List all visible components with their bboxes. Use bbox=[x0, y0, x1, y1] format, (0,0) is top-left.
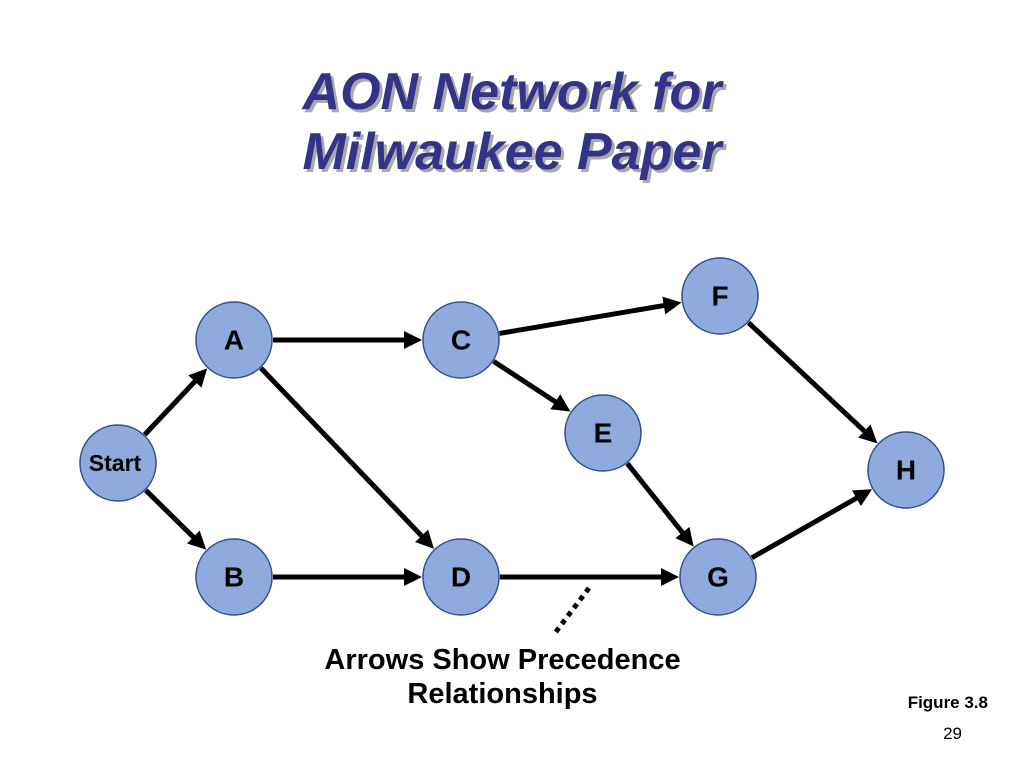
arrows-caption: Arrows Show Precedence Relationships bbox=[250, 643, 755, 711]
node-circle-c bbox=[422, 301, 500, 379]
node-circle-g bbox=[679, 538, 757, 616]
figure-label: Figure 3.8 bbox=[907, 693, 988, 712]
node-label-start: Start bbox=[89, 450, 142, 476]
caption-line-1: Arrows Show Precedence bbox=[324, 644, 681, 676]
arrowhead-c-to-e bbox=[550, 394, 571, 412]
arrow-start-to-a bbox=[142, 375, 201, 437]
callout-layer bbox=[553, 586, 591, 635]
node-circle-start bbox=[79, 424, 157, 502]
node-label-f: F bbox=[711, 281, 728, 312]
node-label-c: C bbox=[451, 325, 471, 356]
arrow-e-to-g bbox=[625, 461, 689, 539]
caption-callout-dotted-line bbox=[553, 586, 591, 635]
node-label-b: B bbox=[224, 562, 244, 593]
arrowhead-f-to-h bbox=[858, 424, 878, 444]
node-label-d: D bbox=[451, 562, 471, 593]
arrowhead-start-to-b bbox=[187, 530, 207, 550]
slide-title-line-2: Milwaukee Paper bbox=[302, 123, 722, 181]
arrowhead-g-to-h bbox=[852, 489, 873, 507]
arrow-f-to-h bbox=[746, 320, 871, 437]
node-circle-a bbox=[195, 301, 273, 379]
node-f: F bbox=[681, 257, 759, 335]
slide-title-line-1: AON Network for bbox=[302, 63, 722, 121]
arrow-start-to-b bbox=[144, 488, 200, 544]
node-c: C bbox=[422, 301, 500, 379]
node-start: Start bbox=[79, 424, 157, 502]
arrow-c-to-e bbox=[492, 359, 562, 408]
caption-line-2: Relationships bbox=[407, 678, 598, 710]
slide-title: AON Network for Milwaukee Paper bbox=[0, 62, 1024, 182]
arrow-g-to-h bbox=[750, 493, 863, 560]
node-label-h: H bbox=[896, 455, 916, 486]
nodes-layer: Start A B C D E F G H bbox=[79, 257, 945, 616]
edges-layer bbox=[142, 296, 878, 586]
arrow-c-to-f bbox=[499, 302, 671, 336]
arrowhead-start-to-a bbox=[188, 368, 208, 388]
node-circle-f bbox=[681, 257, 759, 335]
node-circle-h bbox=[867, 431, 945, 509]
arrowhead-c-to-f bbox=[662, 296, 682, 315]
page-number: 29 bbox=[943, 724, 962, 743]
arrowhead-a-to-c bbox=[404, 331, 422, 349]
node-h: H bbox=[867, 431, 945, 509]
node-circle-e bbox=[564, 394, 642, 472]
node-a: A bbox=[195, 301, 273, 379]
arrowhead-b-to-d bbox=[404, 568, 422, 586]
arrow-a-to-d bbox=[259, 366, 428, 542]
node-circle-d bbox=[422, 538, 500, 616]
arrowhead-d-to-g bbox=[661, 568, 679, 586]
node-label-g: G bbox=[707, 562, 729, 593]
node-g: G bbox=[679, 538, 757, 616]
node-circle-b bbox=[195, 538, 273, 616]
arrowhead-e-to-g bbox=[675, 526, 694, 547]
node-d: D bbox=[422, 538, 500, 616]
node-label-e: E bbox=[594, 418, 613, 449]
node-e: E bbox=[564, 394, 642, 472]
node-b: B bbox=[195, 538, 273, 616]
arrowhead-a-to-d bbox=[415, 529, 435, 549]
node-label-a: A bbox=[224, 325, 244, 356]
